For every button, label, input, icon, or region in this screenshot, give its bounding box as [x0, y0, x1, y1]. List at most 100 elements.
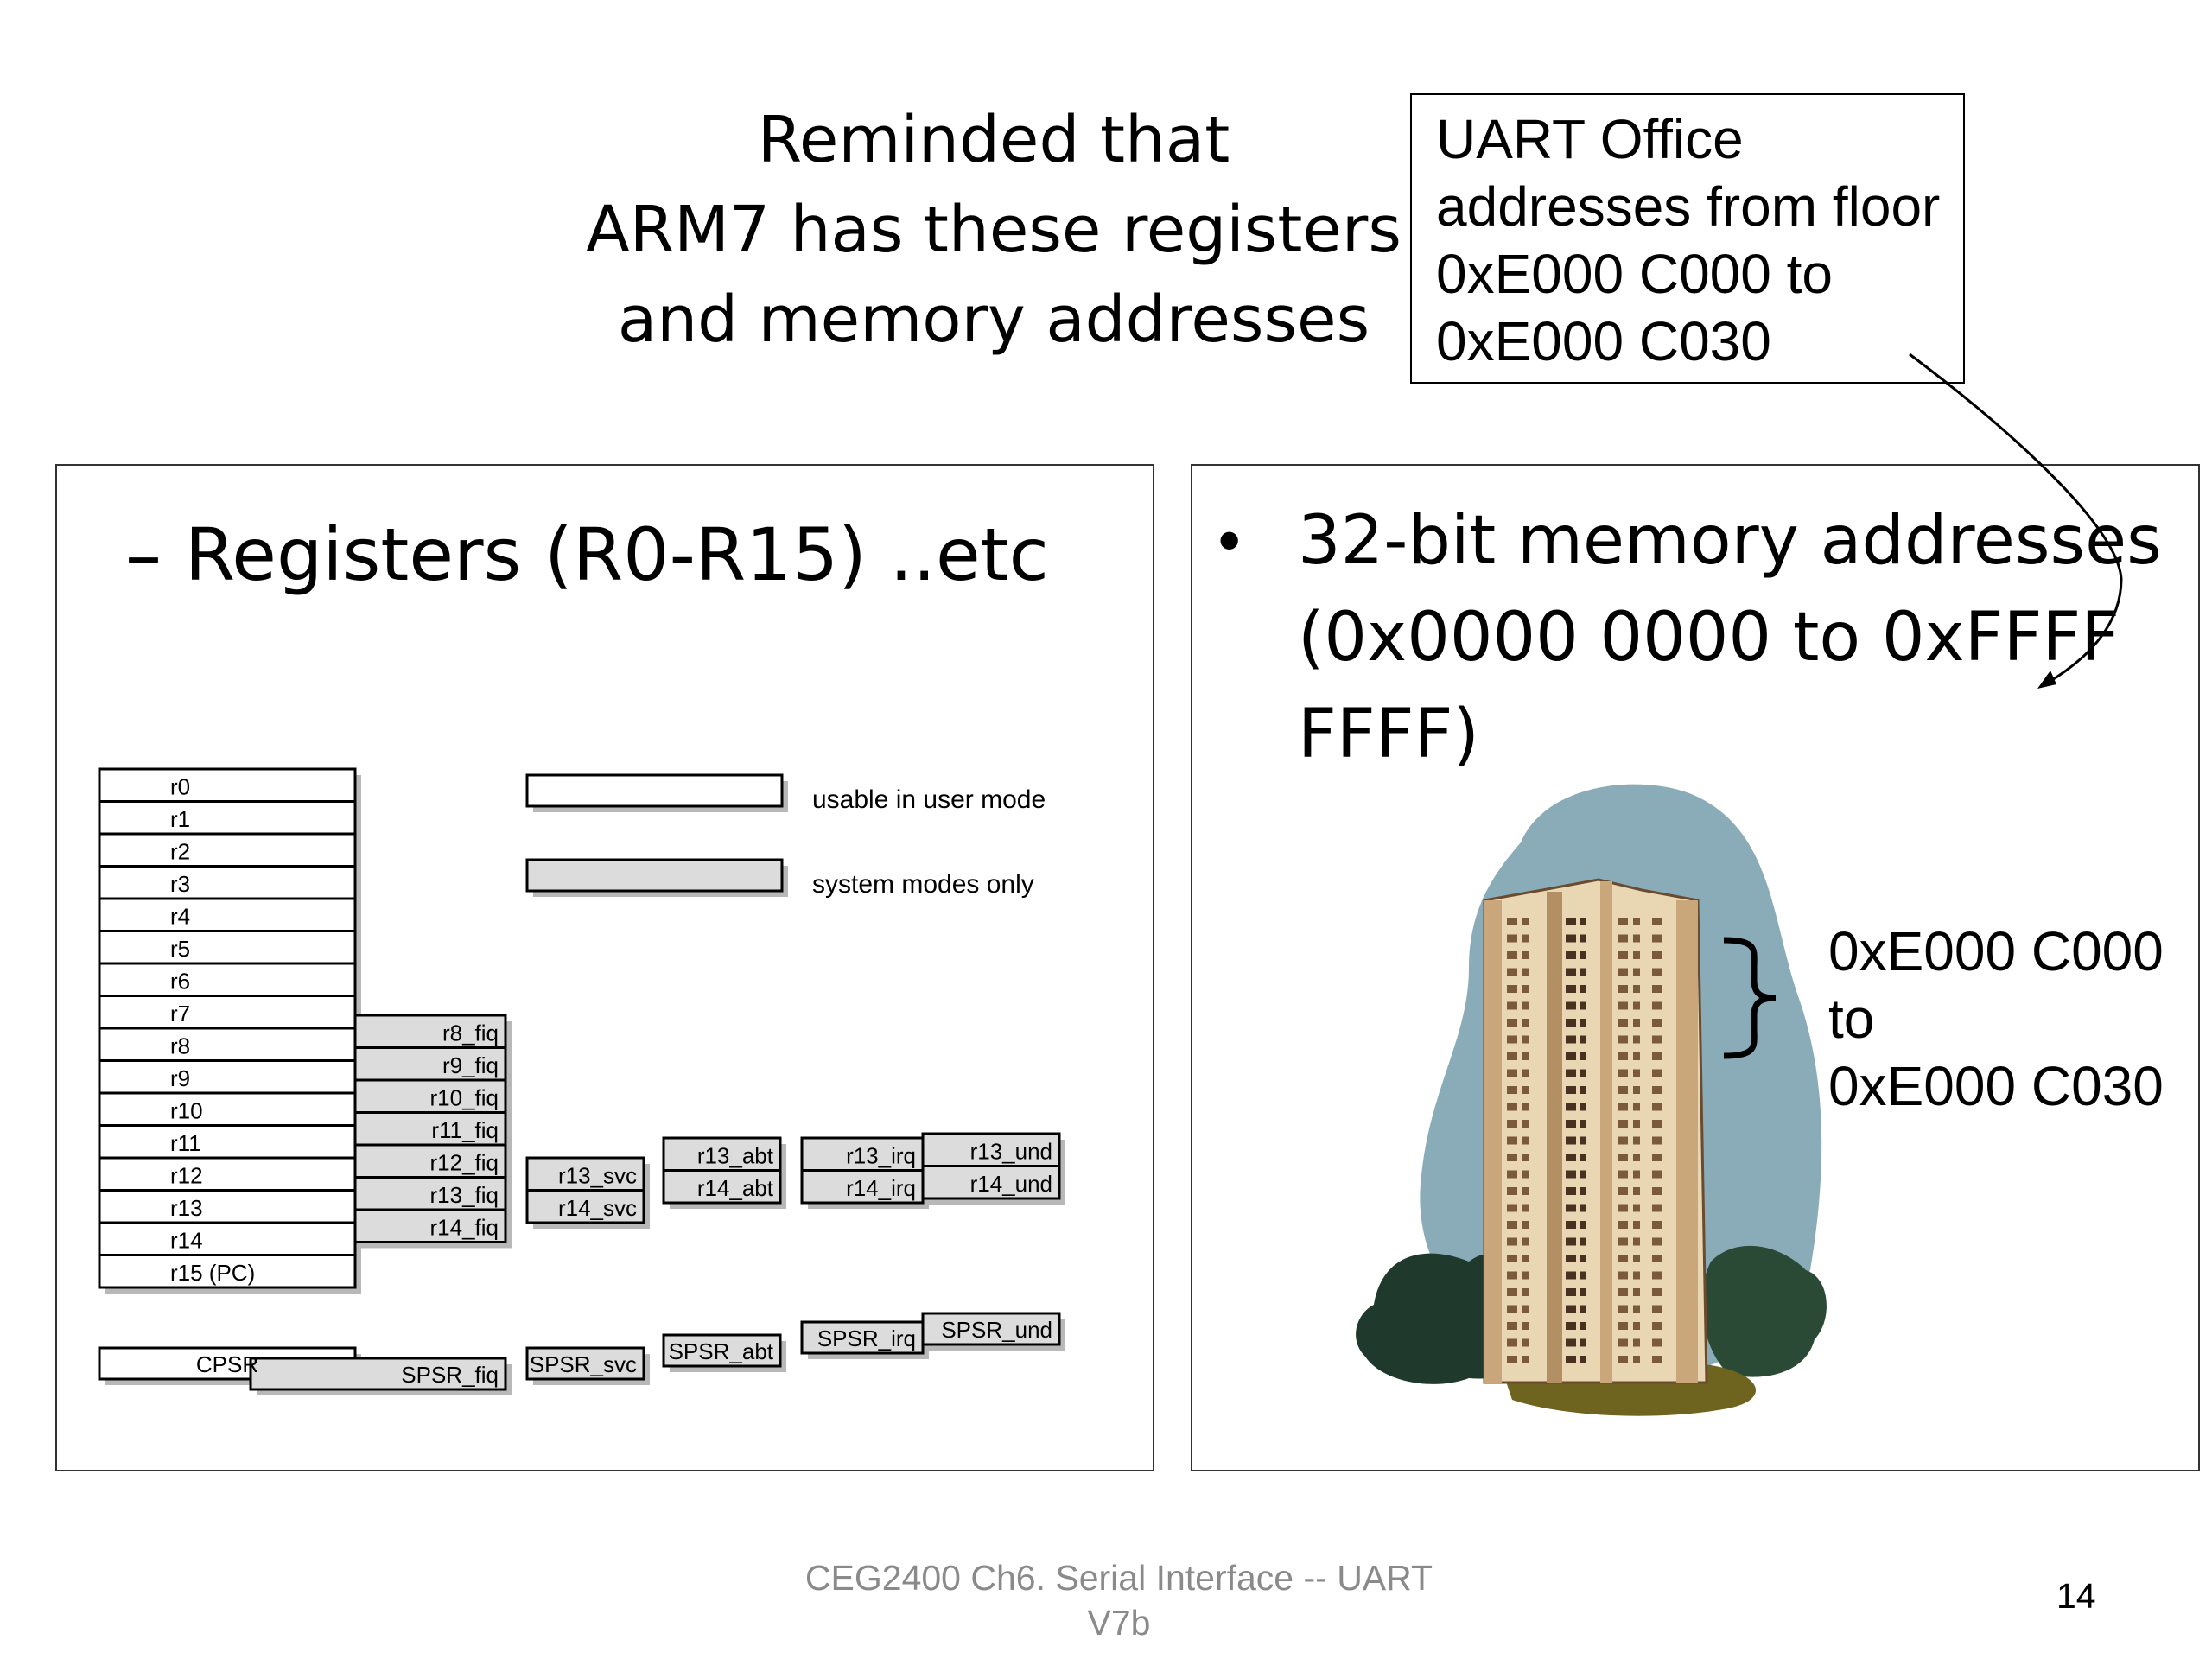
callout-line-2: addresses from floor	[1436, 175, 1941, 238]
svc-register-0	[525, 1156, 645, 1192]
window	[1522, 1120, 1529, 1128]
window	[1522, 1086, 1529, 1094]
window	[1618, 1086, 1628, 1094]
window	[1566, 1120, 1576, 1128]
footer-line-1: CEG2400 Ch6. Serial Interface -- UART	[804, 1558, 1433, 1598]
fiq-register-2	[353, 1078, 507, 1114]
fiq-register-1	[353, 1046, 507, 1082]
window	[1566, 968, 1576, 976]
window	[1580, 1154, 1586, 1161]
window	[1633, 1204, 1640, 1212]
window	[1652, 1035, 1662, 1044]
window	[1566, 1187, 1576, 1195]
callout-line-3: 0xE000 C000 to	[1436, 243, 1833, 305]
window	[1652, 934, 1662, 943]
register-8-label: r8	[170, 1033, 190, 1059]
window	[1618, 968, 1628, 976]
window	[1633, 1221, 1640, 1229]
window	[1633, 1001, 1640, 1010]
window	[1652, 968, 1662, 976]
window	[1507, 1255, 1517, 1262]
window	[1566, 1271, 1576, 1280]
und-register-1-label: r14_und	[970, 1171, 1052, 1197]
window	[1507, 934, 1517, 943]
memory-line-1: 32-bit memory addresses	[1298, 502, 2162, 580]
page-number: 14	[2056, 1576, 2096, 1616]
window	[1618, 1154, 1628, 1161]
window	[1580, 1170, 1586, 1179]
window	[1633, 985, 1640, 993]
window	[1633, 1187, 1640, 1195]
window	[1522, 1187, 1529, 1195]
svc-register-0-label: r13_svc	[558, 1163, 637, 1189]
register-1-label: r1	[170, 806, 190, 832]
window	[1566, 985, 1576, 993]
window	[1652, 1187, 1662, 1195]
window	[1618, 1136, 1628, 1145]
window	[1566, 1204, 1576, 1212]
window	[1580, 1237, 1586, 1246]
register-14	[98, 1221, 357, 1256]
window	[1566, 1305, 1576, 1313]
window	[1522, 1019, 1529, 1027]
uart-callout-box: UART Office addresses from floor 0xE000 …	[1410, 93, 1965, 384]
fiq-register-5-label: r13_fiq	[430, 1182, 499, 1208]
window	[1522, 1237, 1529, 1246]
window	[1633, 918, 1640, 925]
window	[1522, 1305, 1529, 1313]
window	[1633, 1035, 1640, 1044]
callout-line-1: UART Office	[1436, 108, 1744, 170]
window	[1633, 1052, 1640, 1060]
window	[1507, 1288, 1517, 1296]
window	[1507, 918, 1517, 925]
window	[1618, 1338, 1628, 1347]
building-label-line-3: 0xE000 C030	[1828, 1055, 2164, 1117]
fiq-register-4	[353, 1143, 507, 1179]
window	[1633, 1136, 1640, 1145]
window	[1566, 1001, 1576, 1010]
window	[1507, 1035, 1517, 1044]
window	[1652, 951, 1662, 959]
window	[1507, 1338, 1517, 1347]
window	[1507, 1086, 1517, 1094]
window	[1580, 1204, 1586, 1212]
spsr-register-1-label: SPSR_svc	[530, 1351, 637, 1377]
window	[1522, 1288, 1529, 1296]
window	[1652, 918, 1662, 925]
spsr-register-4-label: SPSR_und	[941, 1317, 1052, 1343]
register-4	[98, 897, 357, 932]
window	[1652, 1356, 1662, 1363]
window	[1522, 1069, 1529, 1077]
spsr-register-0	[249, 1357, 507, 1391]
window	[1633, 1288, 1640, 1296]
window	[1652, 1322, 1662, 1330]
window	[1580, 1052, 1586, 1060]
window	[1522, 1255, 1529, 1262]
window	[1652, 1221, 1662, 1229]
window	[1652, 1288, 1662, 1296]
register-13	[98, 1189, 357, 1224]
window	[1566, 1154, 1576, 1161]
window	[1522, 968, 1529, 976]
register-3-label: r3	[170, 871, 190, 897]
fiq-register-6	[353, 1208, 507, 1243]
spsr-register-2	[662, 1333, 782, 1368]
window	[1522, 1035, 1529, 1044]
window	[1633, 1086, 1640, 1094]
legend-system-label: system modes only	[812, 870, 1034, 899]
register-15-label: r15 (PC)	[170, 1260, 255, 1286]
window	[1633, 934, 1640, 943]
window	[1507, 1069, 1517, 1077]
window	[1652, 1338, 1662, 1347]
window	[1580, 1356, 1586, 1363]
registers-heading: – Registers (R0-R15) ..etc	[125, 512, 1049, 597]
window	[1618, 1288, 1628, 1296]
window	[1652, 1001, 1662, 1010]
window	[1580, 1069, 1586, 1077]
window	[1522, 1154, 1529, 1161]
window	[1618, 1204, 1628, 1212]
window	[1633, 1271, 1640, 1280]
building-icon	[1483, 878, 1708, 1384]
window	[1522, 1103, 1529, 1111]
